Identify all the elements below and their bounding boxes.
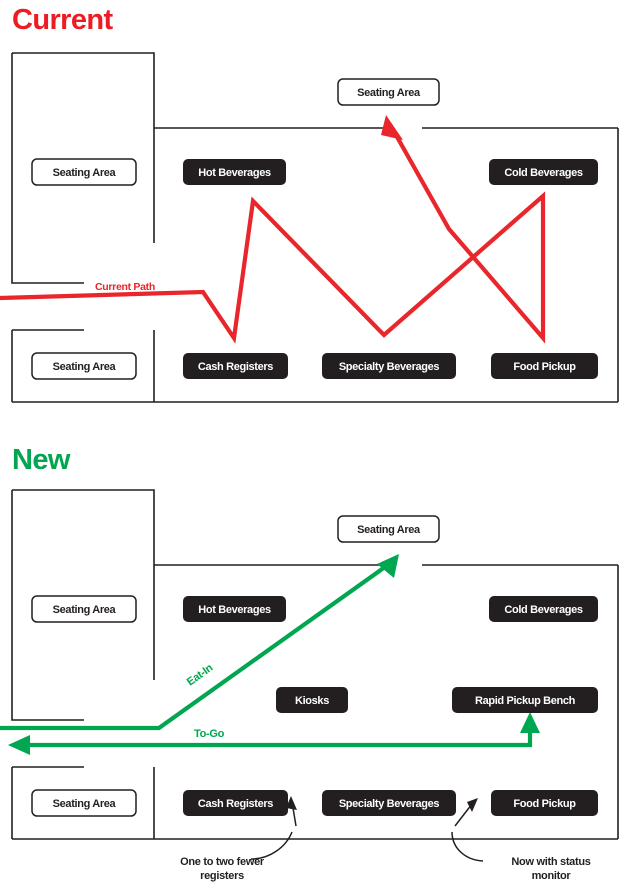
new-floor-plan: Eat-In To-Go Seating Area Seating Area S…: [0, 489, 619, 882]
room-hot-beverages: Hot Beverages: [183, 596, 286, 622]
room-chip: [276, 687, 348, 713]
callout-status-monitor: Now with status monitor: [451, 798, 591, 882]
room-label: Kiosks: [295, 695, 329, 707]
room-label: Specialty Beverages: [339, 798, 440, 810]
new-path-eat-in: [0, 554, 399, 731]
room-chip: [491, 790, 598, 816]
room-hot-beverages: Hot Beverages: [183, 159, 286, 185]
room-cold-beverages: Cold Beverages: [489, 159, 598, 185]
room-label: Seating Area: [53, 361, 117, 373]
section-new: New Eat-In: [0, 436, 630, 892]
current-floor-plan: Current Path Seating Area Seating Area S…: [0, 52, 619, 403]
room-seating-area-left-lower: Seating Area: [31, 352, 137, 380]
current-path-label: Current Path: [95, 281, 155, 293]
to-go-left-arrowhead: [8, 735, 30, 755]
eat-in-arrowhead: [377, 554, 399, 578]
room-label: Cold Beverages: [504, 604, 582, 616]
room-label: Rapid Pickup Bench: [475, 695, 576, 707]
room-chip: [452, 687, 598, 713]
callout-line-2: registers: [200, 870, 244, 882]
room-cash-registers: Cash Registers: [183, 790, 288, 816]
room-chip: [31, 595, 137, 623]
room-seating-area-top-center: Seating Area: [337, 78, 440, 106]
room-chip: [337, 515, 440, 543]
room-label: Hot Beverages: [198, 604, 271, 616]
callout-line-1: Now with status: [511, 856, 590, 868]
room-chip: [31, 158, 137, 186]
callout-fewer-registers: One to two fewer registers: [180, 796, 297, 882]
to-go-up-arrowhead: [520, 712, 540, 733]
room-chip: [31, 352, 137, 380]
room-specialty-beverages: Specialty Beverages: [322, 790, 456, 816]
room-specialty-beverages: Specialty Beverages: [322, 353, 456, 379]
room-label: Seating Area: [53, 604, 117, 616]
room-chip: [491, 353, 598, 379]
room-kiosks: Kiosks: [276, 687, 348, 713]
new-path-to-go: [8, 712, 540, 755]
callout-arrowhead: [286, 796, 297, 810]
section-title-current: Current: [12, 4, 113, 36]
room-cold-beverages: Cold Beverages: [489, 596, 598, 622]
room-label: Cash Registers: [198, 361, 273, 373]
room-seating-area-left-upper: Seating Area: [31, 158, 137, 186]
room-chip: [183, 790, 288, 816]
room-chip: [183, 596, 286, 622]
room-chip: [489, 159, 598, 185]
room-food-pickup: Food Pickup: [491, 353, 598, 379]
room-label: Hot Beverages: [198, 167, 271, 179]
section-title-new: New: [12, 444, 70, 476]
room-chip: [183, 353, 288, 379]
section-current: Current: [0, 0, 630, 440]
room-label: Seating Area: [53, 798, 117, 810]
room-chip: [337, 78, 440, 106]
room-label: Food Pickup: [513, 798, 576, 810]
room-chip: [31, 789, 137, 817]
room-chip: [322, 790, 456, 816]
room-label: Cash Registers: [198, 798, 273, 810]
room-label: Cold Beverages: [504, 167, 582, 179]
room-seating-area-top-center: Seating Area: [337, 515, 440, 543]
room-chip: [322, 353, 456, 379]
room-cash-registers: Cash Registers: [183, 353, 288, 379]
room-food-pickup: Food Pickup: [491, 790, 598, 816]
room-label: Seating Area: [357, 524, 421, 536]
room-rapid-pickup-bench: Rapid Pickup Bench: [452, 687, 598, 713]
callout-line-1: One to two fewer: [180, 856, 265, 868]
room-label: Seating Area: [53, 167, 117, 179]
new-walls: [11, 489, 619, 840]
to-go-label: To-Go: [194, 728, 225, 740]
room-chip: [183, 159, 286, 185]
current-path-line: [0, 115, 546, 344]
callout-arrowhead: [467, 798, 478, 812]
callout-line-2: monitor: [532, 870, 572, 882]
room-label: Specialty Beverages: [339, 361, 440, 373]
room-label: Seating Area: [357, 87, 421, 99]
room-label: Food Pickup: [513, 361, 576, 373]
room-seating-area-left-lower: Seating Area: [31, 789, 137, 817]
room-seating-area-left-upper: Seating Area: [31, 595, 137, 623]
current-path-arrowhead: [381, 115, 403, 140]
current-walls: [11, 52, 619, 403]
room-chip: [489, 596, 598, 622]
eat-in-label: Eat-In: [185, 662, 216, 689]
